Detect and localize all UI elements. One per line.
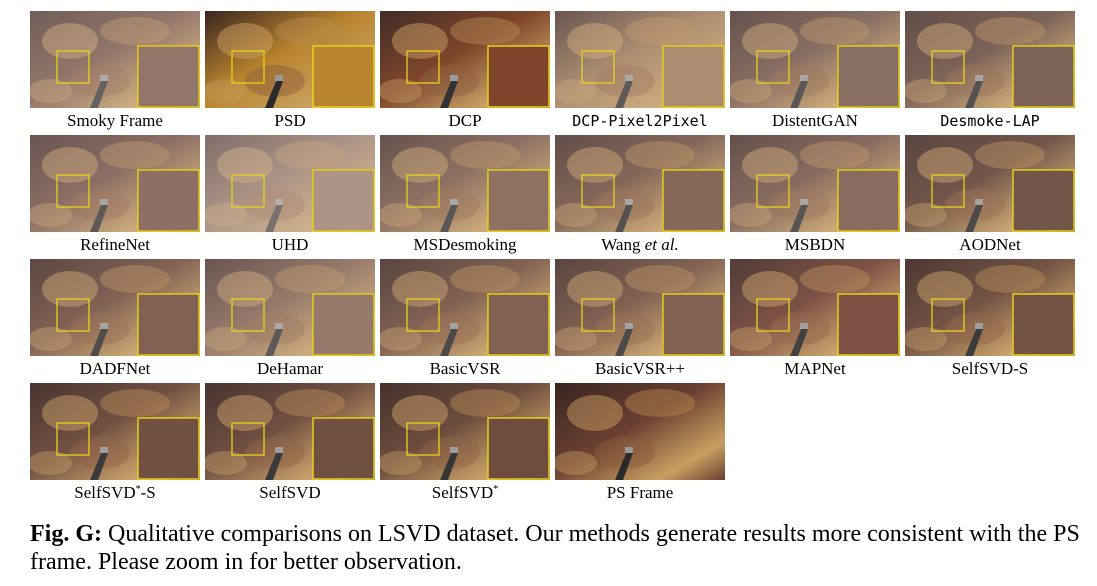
panel-image bbox=[555, 135, 725, 232]
panel-label-text: SelfSVD bbox=[431, 483, 494, 502]
panel-label-suffix: -S bbox=[140, 483, 156, 502]
panel-label: BasicVSR bbox=[429, 359, 501, 378]
caption-fig-label: Fig. G: bbox=[30, 521, 102, 547]
panel-image bbox=[555, 11, 725, 108]
panel-label: DADFNet bbox=[79, 359, 151, 378]
panel-label: Smoky Frame bbox=[67, 111, 163, 130]
panel-label: SelfSVD*-S bbox=[20, 483, 210, 503]
panel-image bbox=[730, 259, 900, 356]
panel-label: Desmoke-LAP bbox=[940, 112, 1040, 130]
panel-image bbox=[730, 135, 900, 232]
panel-label: Wang et al. bbox=[545, 235, 735, 255]
panel-image bbox=[905, 135, 1075, 232]
panel-label: MSBDN bbox=[784, 235, 846, 254]
panel-label: MAPNet bbox=[784, 359, 846, 378]
panel-label: MSDesmoking bbox=[413, 235, 517, 254]
panel-label: RefineNet bbox=[80, 235, 150, 254]
panel-label: PSD bbox=[274, 111, 306, 130]
panel-image bbox=[205, 135, 375, 232]
panel-image bbox=[30, 383, 200, 480]
panel-image bbox=[380, 135, 550, 232]
panel-label: PS Frame bbox=[606, 483, 674, 502]
panel-label: SelfSVD bbox=[259, 483, 321, 502]
panel-label-italic: et al. bbox=[644, 235, 679, 254]
panel-image bbox=[205, 259, 375, 356]
panel-label: AODNet bbox=[959, 235, 1021, 254]
panel-image bbox=[380, 11, 550, 108]
panel-label: SelfSVD* bbox=[370, 483, 560, 503]
panel-image bbox=[905, 11, 1075, 108]
panel-image bbox=[380, 259, 550, 356]
panel-label-sup: * bbox=[493, 484, 499, 495]
caption-text: Qualitative comparisons on LSVD dataset.… bbox=[30, 521, 1080, 575]
figure-caption: Fig. G: Qualitative comparisons on LSVD … bbox=[30, 520, 1090, 576]
panel-image bbox=[30, 11, 200, 108]
panel-image bbox=[30, 135, 200, 232]
panel-label: DCP bbox=[448, 111, 482, 130]
panel-label: DeHamar bbox=[256, 359, 324, 378]
panel-image bbox=[555, 259, 725, 356]
panel-label: DistentGAN bbox=[772, 111, 858, 130]
panel-image bbox=[730, 11, 900, 108]
panel-image bbox=[205, 383, 375, 480]
panel-image bbox=[380, 383, 550, 480]
panel-label: BasicVSR++ bbox=[594, 359, 685, 378]
panel-image bbox=[905, 259, 1075, 356]
panel-label: DCP-Pixel2Pixel bbox=[572, 112, 708, 130]
panel-label-text: SelfSVD bbox=[74, 483, 136, 502]
panel-label: UHD bbox=[271, 235, 309, 254]
panel-image bbox=[30, 259, 200, 356]
panel-label-sup: * bbox=[135, 484, 141, 495]
panel-label-text: Wang bbox=[601, 235, 645, 254]
panel-image bbox=[555, 383, 725, 480]
panel-label: SelfSVD-S bbox=[951, 359, 1029, 378]
figure-grid: Smoky Frame PSD DCP DCP-Pixel2Pixel DistentG… bbox=[30, 11, 1080, 502]
panel-image bbox=[205, 11, 375, 108]
